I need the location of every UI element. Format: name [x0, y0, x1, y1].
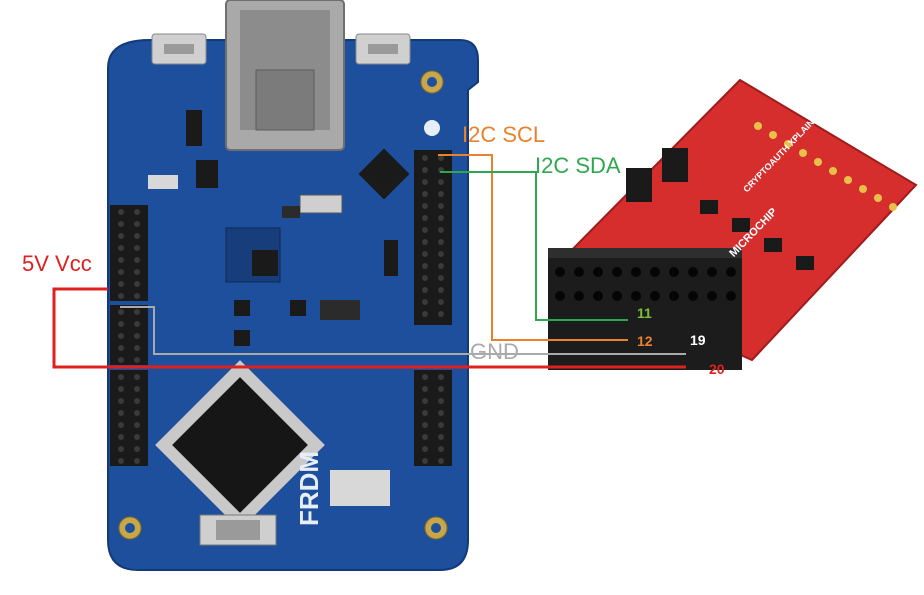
jumper-right: [662, 148, 688, 182]
pin-20-label: 20: [709, 361, 725, 377]
pin-19-label: 19: [690, 332, 706, 348]
label-i2c-sda: I2C SDA: [535, 153, 621, 178]
header-left-bottom: [110, 370, 148, 466]
jumper-left: [626, 168, 652, 202]
header-left-top: [110, 205, 148, 301]
header-right-top: [414, 150, 452, 325]
pin-12-label: 12: [637, 333, 653, 349]
frdm-board: [107, 0, 479, 571]
wire-scl: [438, 154, 628, 341]
wire-sda: [440, 171, 628, 321]
label-i2c-scl: I2C SCL: [462, 122, 546, 147]
wire-gnd: [120, 306, 686, 355]
label-5v-vcc: 5V Vcc: [22, 251, 92, 276]
pin-11-label: 11: [637, 305, 652, 321]
frdm-logo: FRDM: [294, 450, 324, 526]
wire-vcc: [52, 287, 686, 369]
header-right-bottom: [414, 370, 452, 466]
cryptoauth-module: [548, 78, 918, 370]
wires: [52, 154, 686, 369]
label-gnd: GND: [470, 339, 519, 364]
header-left-mid: [110, 305, 148, 365]
